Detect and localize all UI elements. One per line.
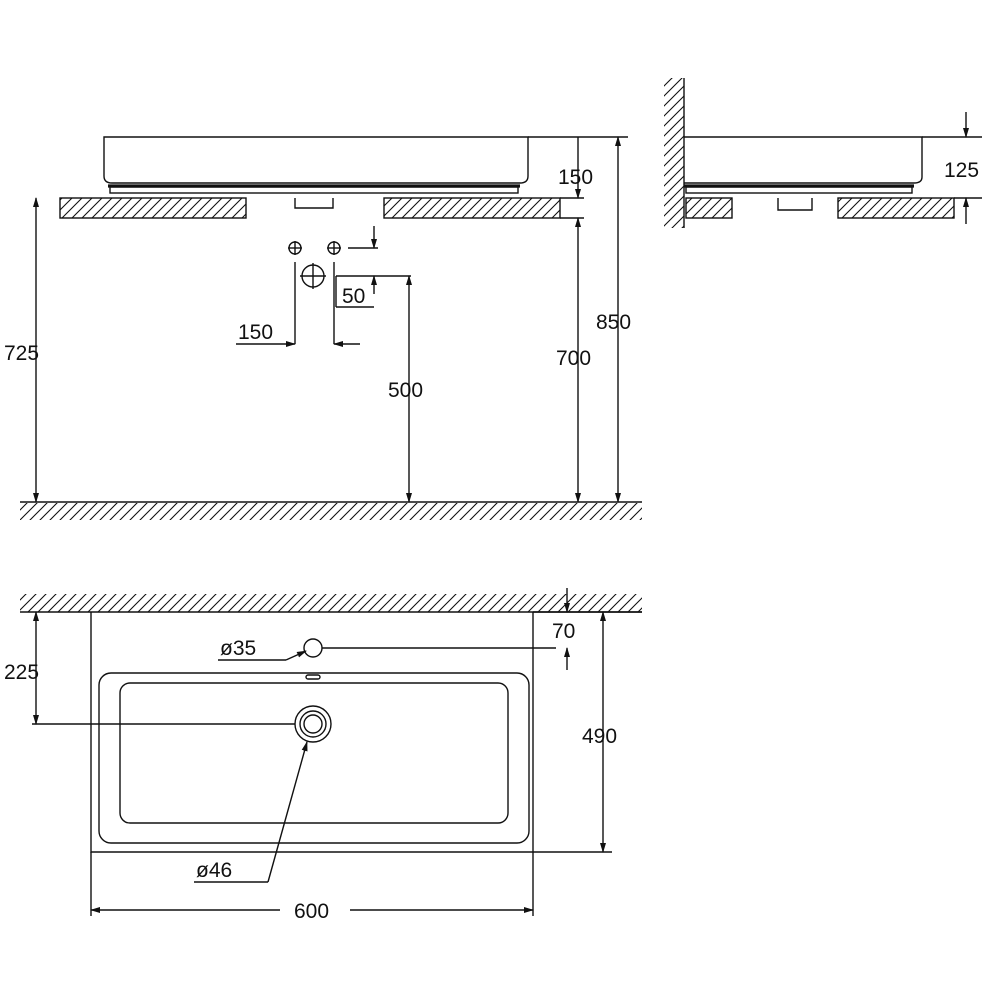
dim-tap-hole-offset: 70 (552, 620, 575, 643)
dim-waste-diameter: ø46 (196, 859, 232, 882)
dim-side-basin-height: 125 (944, 159, 979, 182)
dim-waste-offset: 50 (342, 285, 365, 308)
water-supply-right-icon (327, 241, 341, 255)
floor-hatch (20, 503, 642, 520)
waste-outlet-front (294, 198, 334, 209)
basin-top-bowl (119, 682, 509, 824)
basin-front-outline (103, 136, 529, 184)
dim-waste-height: 500 (388, 379, 423, 402)
countertop-right (383, 197, 561, 219)
basin-top-outline (90, 612, 534, 853)
overflow-slot (305, 674, 321, 680)
side-view: 125 (664, 78, 982, 228)
dim-tap-hole-diameter: ø35 (220, 637, 256, 660)
dim-counter-height: 700 (556, 347, 591, 370)
countertop-side-left (685, 197, 733, 219)
wall-hatch (664, 78, 684, 228)
front-view: 150 700 850 725 150 50 500 (4, 136, 642, 520)
countertop-left (59, 197, 247, 219)
basin-top-rim (98, 672, 530, 844)
dim-basin-height: 150 (558, 166, 593, 189)
dim-mount-height: 725 (4, 342, 39, 365)
water-supply-left-icon (288, 241, 302, 255)
waste-drain-icon (294, 705, 332, 743)
dim-total-height: 850 (596, 311, 631, 334)
waste-outlet-side (777, 198, 813, 211)
dim-depth: 490 (582, 725, 617, 748)
basin-front-foot (109, 186, 519, 194)
dim-width: 600 (294, 900, 329, 923)
dim-tap-spacing: 150 (238, 321, 273, 344)
waste-connection-icon (300, 263, 326, 289)
basin-side-outline (684, 136, 923, 184)
top-view: ø35 70 225 ø46 490 600 (4, 588, 642, 923)
dim-waste-offset-top: 225 (4, 661, 39, 684)
top-wall-hatch (20, 594, 642, 612)
basin-side-foot (685, 186, 913, 194)
tap-hole-icon (303, 638, 323, 658)
countertop-side-right (837, 197, 955, 219)
